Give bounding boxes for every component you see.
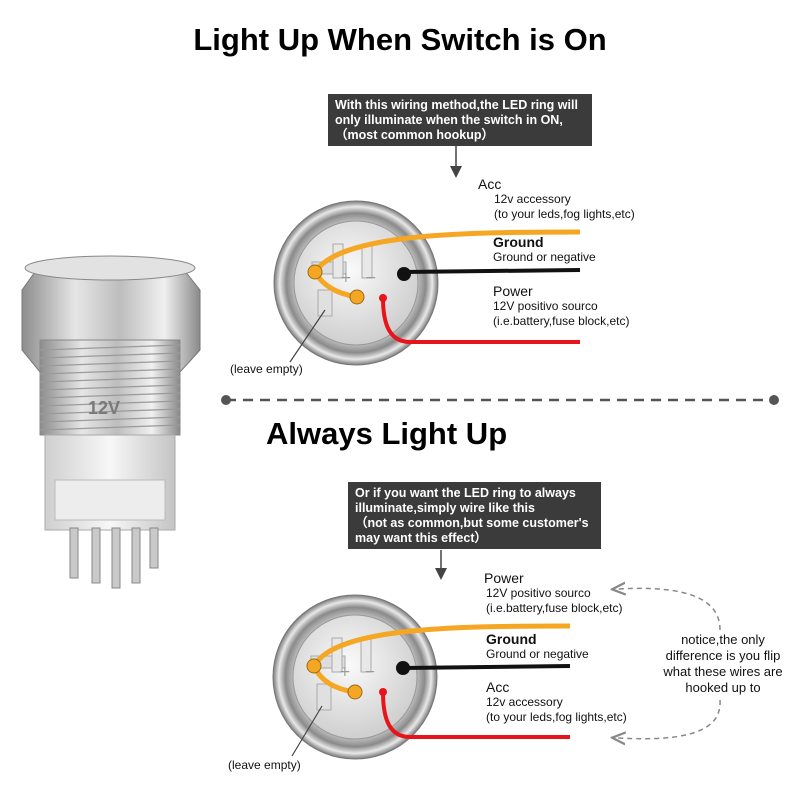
bottom-acc-label: Acc	[486, 679, 510, 695]
flip-wires-note: notice,the only difference is you flip w…	[648, 632, 798, 696]
switch-product-image	[21, 255, 201, 589]
bottom-power-label: Power	[484, 570, 524, 586]
top-callout-box: With this wiring method,the LED ring wil…	[328, 94, 592, 146]
note-line: what these wires are	[663, 664, 783, 679]
bottom-callout-line: Or if you want the LED ring to always	[355, 486, 576, 500]
bottom-ground-label: Ground	[486, 631, 537, 647]
bottom-title: Always Light Up	[266, 416, 508, 451]
bottom-led-terminal	[347, 684, 363, 700]
bottom-ground-wire	[402, 664, 571, 670]
svg-text:+: +	[339, 664, 351, 680]
top-power-label-group: Power 12V positivo sourco (i.e.battery,f…	[493, 283, 630, 329]
bottom-ground-label-group: Ground Ground or negative	[486, 631, 589, 662]
section-divider	[221, 395, 779, 405]
top-acc-label-group: Acc 12v accessory (to your leds,fog ligh…	[478, 176, 635, 222]
bottom-callout-line: （not as common,but some customer's	[355, 516, 589, 530]
top-empty-pointer	[289, 309, 326, 363]
top-acc-wire	[312, 229, 581, 274]
switch-voltage-marking: 12V	[88, 398, 121, 418]
bottom-ground-desc-line: Ground or negative	[486, 647, 589, 661]
bottom-ground-terminal	[396, 661, 410, 675]
top-ground-wire	[403, 268, 581, 274]
bottom-callout-line: may want this effect）	[355, 531, 487, 545]
svg-text:+: +	[340, 270, 352, 286]
note-line: notice,the only	[681, 632, 765, 647]
bottom-acc-terminal	[379, 688, 387, 696]
top-led-terminal	[349, 289, 365, 305]
top-acc-label: Acc	[478, 176, 502, 192]
bottom-callout-line: illuminate,simply wire like this	[355, 501, 535, 515]
bottom-power-wire	[311, 623, 571, 668]
svg-text:−: −	[364, 664, 376, 680]
top-ground-desc-line: Ground or negative	[493, 250, 596, 264]
bottom-power-label-group: Power 12V positivo sourco (i.e.battery,f…	[484, 570, 623, 616]
bottom-power-desc-line: (i.e.battery,fuse block,etc)	[486, 601, 623, 615]
bottom-switch-terminal: + −	[272, 594, 438, 760]
note-arrow-up	[618, 588, 721, 631]
top-ground-terminal	[397, 267, 411, 281]
bottom-acc-desc-line: 12v accessory	[486, 695, 563, 709]
bottom-empty-pointer	[291, 705, 323, 757]
top-empty-label: (leave empty)	[230, 362, 303, 376]
bottom-power-terminal	[306, 658, 322, 674]
note-line: hooked up to	[685, 680, 761, 695]
bottom-acc-desc-line: (to your leds,fog lights,etc)	[486, 710, 627, 724]
bottom-power-desc-line: 12V positivo sourco	[486, 586, 591, 600]
top-callout-line: （most common hookup）	[335, 128, 495, 142]
top-power-desc-line: 12V positivo sourco	[493, 299, 598, 313]
top-power-terminal	[379, 294, 387, 302]
bottom-empty-label: (leave empty)	[228, 758, 301, 772]
note-arrow-down	[618, 699, 721, 739]
top-callout-line: only illuminate when the switch in ON,	[335, 113, 563, 127]
top-power-wire	[381, 297, 580, 344]
note-line: difference is you flip	[665, 648, 781, 663]
top-acc-desc-line: 12v accessory	[494, 192, 571, 206]
bottom-acc-wire	[381, 691, 570, 739]
top-power-label: Power	[493, 283, 533, 299]
svg-text:−: −	[365, 270, 377, 286]
top-ground-label: Ground	[493, 234, 544, 250]
bottom-callout-box: Or if you want the LED ring to always il…	[348, 482, 601, 549]
top-power-desc-line: (i.e.battery,fuse block,etc)	[493, 314, 630, 328]
top-ground-label-group: Ground Ground or negative	[493, 234, 596, 265]
top-acc-terminal	[307, 264, 323, 280]
top-acc-desc-line: (to your leds,fog lights,etc)	[494, 207, 635, 221]
bottom-acc-label-group: Acc 12v accessory (to your leds,fog ligh…	[486, 679, 627, 725]
top-title: Light Up When Switch is On	[193, 22, 607, 57]
top-callout-line: With this wiring method,the LED ring wil…	[335, 98, 578, 112]
